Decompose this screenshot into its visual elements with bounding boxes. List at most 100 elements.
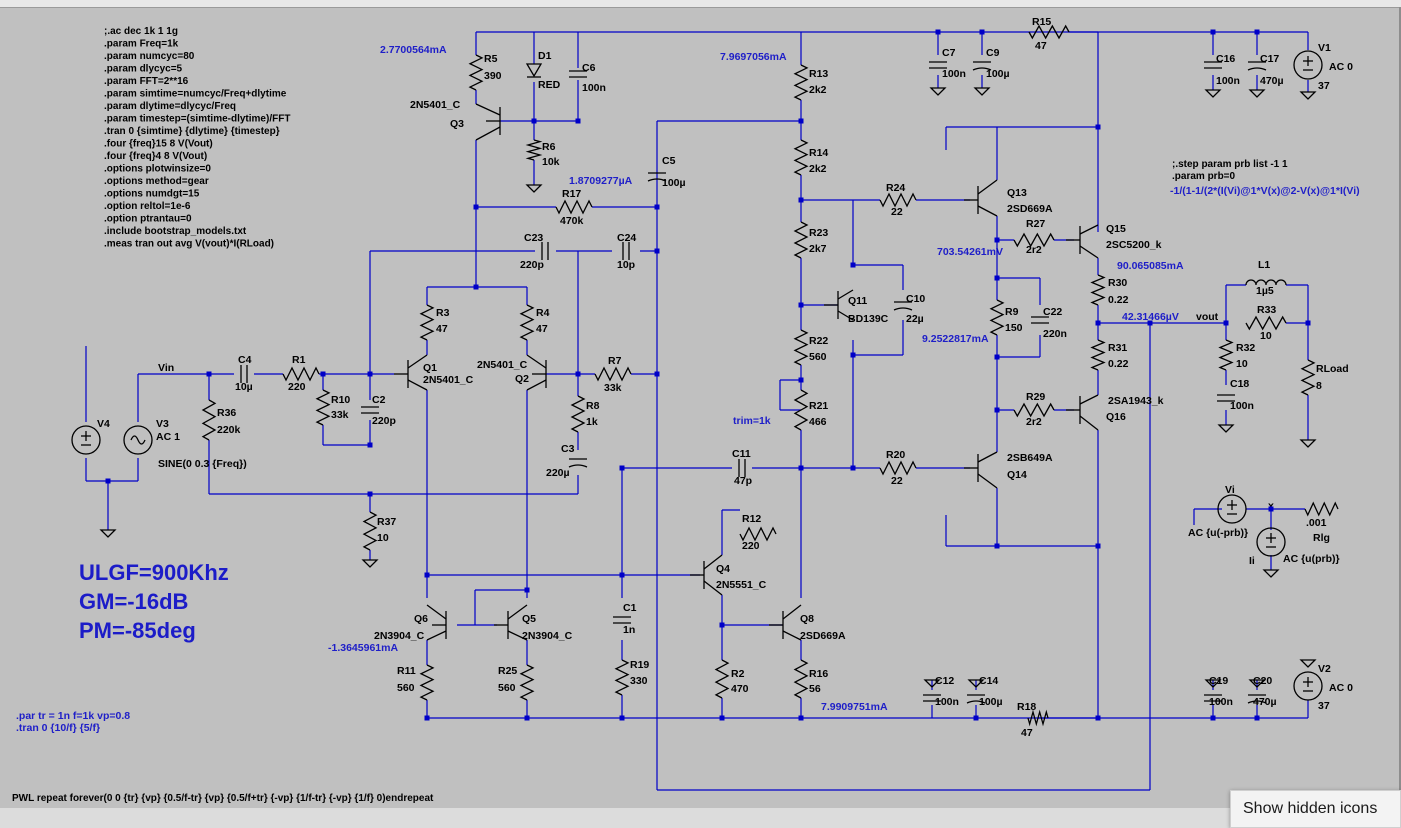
c19-capacitor[interactable] [1204,694,1222,702]
component-value[interactable]: 33k [604,382,622,394]
c10-capacitor[interactable] [893,301,913,311]
component-ref[interactable]: R9 [1005,306,1019,318]
directive-line[interactable]: ;.ac dec 1k 1 1g [104,26,178,37]
v3-source[interactable] [123,425,153,455]
component-value[interactable]: 560 [397,682,415,694]
directive-line[interactable]: .meas tran out avg V(vout)*I(RLoad) [104,239,274,250]
component-value[interactable]: 100µ [662,177,686,189]
pulse-directive-1[interactable]: .par tr = 1n f=1k vp=0.8 [16,710,130,722]
component-ref[interactable]: C12 [935,675,954,687]
component-ref[interactable]: C5 [662,155,676,167]
component-value[interactable]: 220n [1043,328,1067,340]
component-value[interactable]: 2SC5200_k [1106,239,1162,251]
component-value[interactable]: 2N5401_C [477,359,528,371]
component-ref[interactable]: R1 [292,354,306,366]
component-value[interactable]: 100n [935,696,959,708]
component-ref[interactable]: C9 [986,47,1000,59]
component-ref[interactable]: Q14 [1007,469,1027,481]
r6-resistor[interactable] [525,139,543,161]
net-label-vout[interactable]: vout [1196,311,1219,323]
component-value[interactable]: 100n [1209,696,1233,708]
c2-capacitor[interactable] [361,406,379,414]
directive-line[interactable]: .options method=gear [104,176,209,187]
component-value[interactable]: 470k [560,215,584,227]
component-ref[interactable]: R11 [397,665,416,677]
component-value[interactable]: .001 [1306,517,1327,529]
component-ref[interactable]: Q8 [800,613,814,625]
directive-line[interactable]: .param timestep=(simtime-dlytime)/FFT [104,114,290,125]
c4-capacitor[interactable] [240,365,248,383]
r32-resistor[interactable] [1218,339,1234,371]
component-ref[interactable]: R31 [1108,342,1127,354]
vi-source[interactable] [1217,494,1247,524]
r5-resistor[interactable] [468,54,484,91]
component-value[interactable]: RED [538,79,561,91]
component-value[interactable]: 220p [372,415,396,427]
pulse-directive-2[interactable]: .tran 0 {10/f} {5/f} [16,722,100,734]
r18-resistor[interactable] [1027,709,1049,727]
component-value[interactable]: 2N3904_C [374,630,425,642]
component-ref[interactable]: Rlg [1313,532,1330,544]
component-value[interactable]: 47 [1021,727,1033,739]
component-ref[interactable]: R27 [1026,218,1045,230]
directive-line[interactable]: .param FFT=2**16 [104,76,189,87]
c11-capacitor[interactable] [738,459,746,477]
component-value[interactable]: 22 [891,206,903,218]
component-value[interactable]: AC 1 [156,431,180,443]
component-value[interactable]: BD139C [848,313,889,325]
directive-line[interactable]: .options plotwinsize=0 [104,164,211,175]
component-value[interactable]: 100n [582,82,606,94]
component-value[interactable]: 8 [1316,380,1322,392]
c22-capacitor[interactable] [1031,316,1049,324]
component-ref[interactable]: Q13 [1007,187,1027,199]
c3-capacitor[interactable] [568,458,588,468]
r11-resistor[interactable] [419,664,435,701]
component-value[interactable]: 47 [1035,40,1047,52]
rlg-resistor[interactable] [1304,501,1339,517]
component-ref[interactable]: R12 [742,513,761,525]
component-ref[interactable]: R8 [586,400,600,412]
component-ref[interactable]: R15 [1032,16,1051,28]
directive-line[interactable]: .option ptrantau=0 [104,214,192,225]
r2-resistor[interactable] [714,659,730,699]
c1-capacitor[interactable] [613,616,631,624]
component-value[interactable]: 1µ5 [1256,285,1274,297]
component-ref[interactable]: R3 [436,307,450,319]
component-value[interactable]: 10 [377,532,389,544]
q11-transistor[interactable] [824,289,854,321]
component-value[interactable]: 10 [1236,358,1248,370]
directive-line[interactable]: .param dlytime=dlycyc/Freq [104,101,236,112]
q13-transistor[interactable] [964,179,998,217]
q4-transistor[interactable] [690,554,723,596]
component-ref[interactable]: R24 [886,182,905,194]
step-directive-2[interactable]: .param prb=0 [1172,171,1236,182]
l1-inductor[interactable] [1245,279,1287,286]
c18-capacitor[interactable] [1217,394,1235,402]
q16-transistor[interactable] [1066,394,1099,431]
c12-capacitor[interactable] [923,694,941,702]
component-ref[interactable]: C6 [582,62,596,74]
r13-resistor[interactable] [793,64,809,101]
net-label-trim[interactable]: trim=1k [733,415,771,427]
component-value[interactable]: 10p [617,259,635,271]
component-ref[interactable]: Q2 [515,373,529,385]
net-label-x[interactable]: x [1268,500,1274,512]
component-ref[interactable]: R5 [484,53,498,65]
component-ref[interactable]: R17 [562,188,581,200]
component-ref[interactable]: R4 [536,307,550,319]
r17-resistor[interactable] [555,199,593,215]
component-ref[interactable]: RLoad [1316,363,1349,375]
component-ref[interactable]: R33 [1257,304,1276,316]
r30-resistor[interactable] [1090,274,1106,306]
component-value[interactable]: 2r2 [1026,416,1042,428]
component-value[interactable]: 470µ [1253,696,1277,708]
component-ref[interactable]: R16 [809,668,828,680]
component-value[interactable]: 2k2 [809,163,827,175]
net-label-vin[interactable]: Vin [158,362,174,374]
directive-line[interactable]: .param simtime=numcyc/Freq+dlytime [104,89,287,100]
r31-resistor[interactable] [1090,339,1106,371]
component-value[interactable]: 100n [942,68,966,80]
component-value[interactable]: 2k2 [809,84,827,96]
